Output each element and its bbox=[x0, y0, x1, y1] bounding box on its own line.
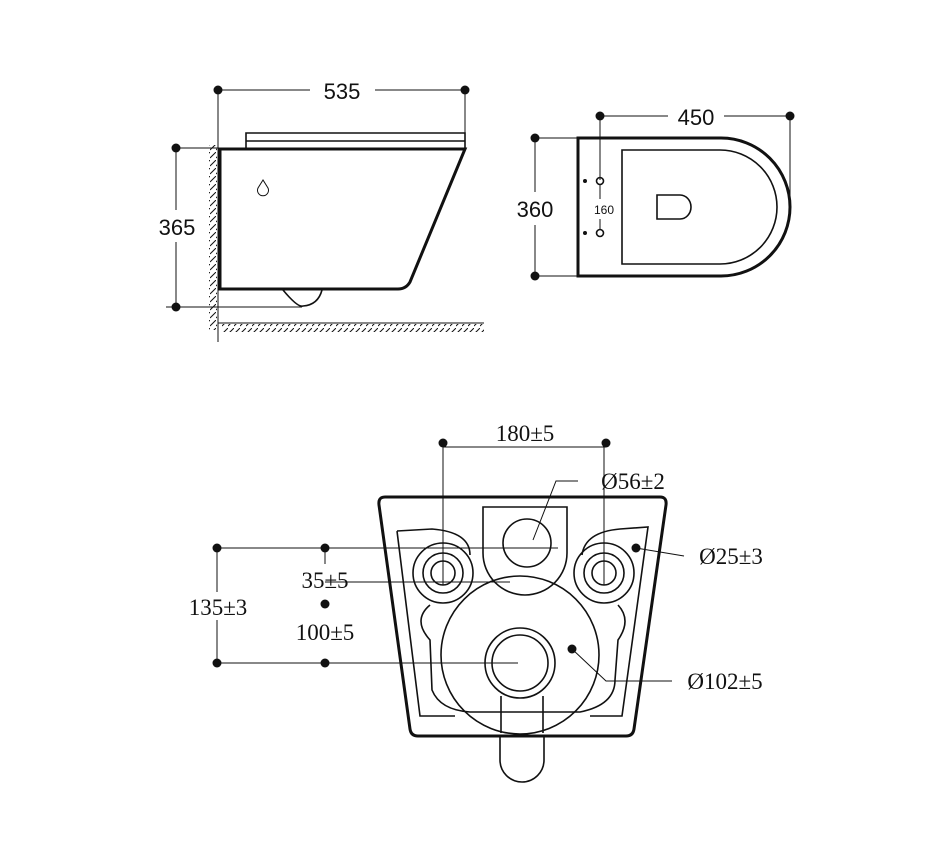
fixing-hole bbox=[595, 228, 605, 238]
top-view: 450 360 160 bbox=[517, 105, 795, 281]
side-width-label: 535 bbox=[324, 79, 361, 104]
rear-view: 180±5 Ø56±2 Ø25±3 Ø102±5 bbox=[189, 421, 763, 783]
right-inlet bbox=[591, 560, 617, 586]
fixing-spacing-label: 160 bbox=[594, 203, 614, 217]
floor-hatch bbox=[222, 324, 484, 332]
top-length-label: 450 bbox=[678, 105, 715, 130]
side-view: 535 365 bbox=[159, 79, 484, 342]
offset-label-1: 35±5 bbox=[301, 568, 348, 593]
rear-outline bbox=[377, 495, 668, 738]
top-width-dimension: 360 bbox=[517, 133, 578, 281]
toilet-top-outline bbox=[576, 136, 792, 278]
flush-housing bbox=[482, 506, 568, 596]
side-height-dimension: 365 bbox=[159, 143, 302, 312]
left-inlet bbox=[430, 560, 456, 586]
top-length-dimension: 450 bbox=[595, 105, 795, 200]
fixing-hole-label: Ø25±3 bbox=[699, 544, 763, 569]
flush-inlet bbox=[502, 518, 552, 568]
outlet-height-label: 135±3 bbox=[189, 595, 248, 620]
water-drop-icon bbox=[257, 179, 269, 197]
rear-tab bbox=[499, 736, 545, 783]
offset-label-2: 100±5 bbox=[296, 620, 355, 645]
bowl-outline bbox=[621, 149, 778, 265]
toilet-side-body bbox=[218, 132, 468, 307]
top-width-label: 360 bbox=[517, 197, 554, 222]
inlet-spacing-label: 180±5 bbox=[496, 421, 555, 446]
inlet-spacing-dimension: 180±5 bbox=[438, 421, 611, 585]
outlet-label: Ø102±5 bbox=[687, 669, 762, 694]
side-height-label: 365 bbox=[159, 215, 196, 240]
wall-hatch bbox=[209, 145, 217, 330]
outlet-outline bbox=[656, 194, 692, 220]
flush-inlet-label: Ø56±2 bbox=[601, 469, 665, 494]
side-width-dimension: 535 bbox=[213, 79, 470, 140]
fixing-hole bbox=[595, 176, 605, 186]
